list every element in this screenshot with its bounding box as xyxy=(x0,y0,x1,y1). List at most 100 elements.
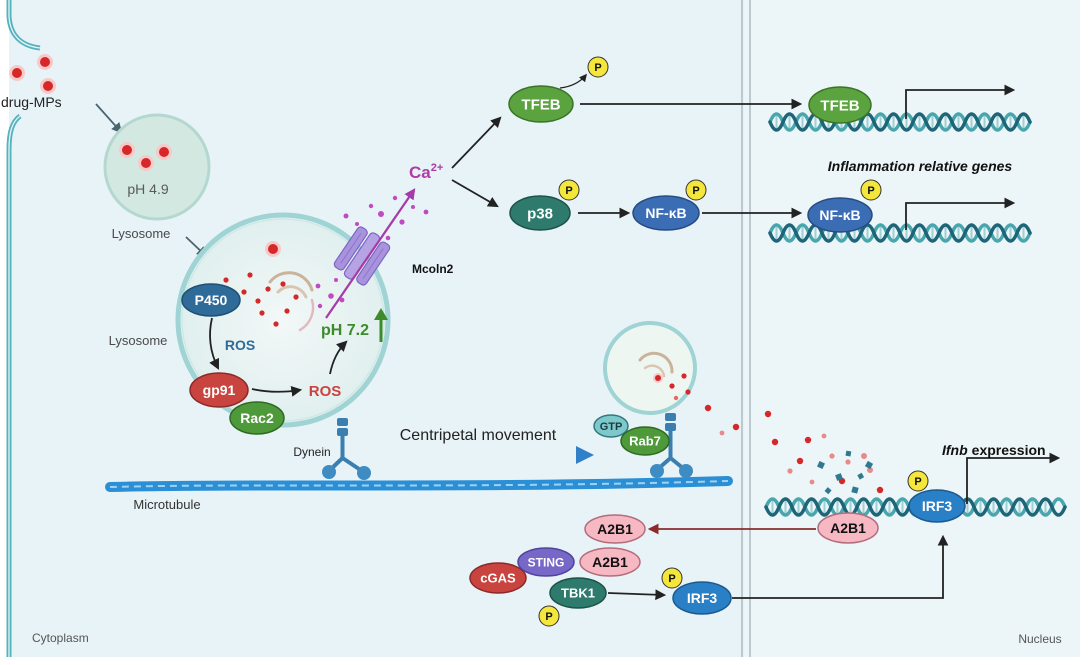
phospho-circle xyxy=(907,470,929,492)
nfkb-transcription-arrow xyxy=(905,197,1016,230)
a2b1-label: A2B1 xyxy=(597,521,633,537)
dynein-motor-icon xyxy=(322,418,371,480)
sting-label: STING xyxy=(528,555,565,569)
a2b1-oval xyxy=(817,512,879,544)
phospho-circle xyxy=(538,605,560,627)
a2b1-protein-exported: A2B1 xyxy=(584,514,646,544)
nuclear-envelope xyxy=(741,0,751,657)
drug-mps-label: drug-MPs xyxy=(1,94,62,110)
centripetal-movement-arrow xyxy=(385,446,594,464)
gtp-label: GTP xyxy=(600,421,623,433)
p450-label: P450 xyxy=(195,292,228,308)
phospho-badge-irf3-nucleus: P xyxy=(907,470,929,492)
phospho-badge-p38: P xyxy=(558,179,580,201)
a2b1-protein-nucleus: A2B1 xyxy=(817,512,879,544)
nfkb-oval xyxy=(632,195,700,231)
ros-to-ph-arrow xyxy=(329,340,348,375)
tfeb-label: TFEB xyxy=(820,97,859,114)
microtubule xyxy=(105,476,733,492)
phospho-badge-nfkb-nucleus: P xyxy=(860,179,882,201)
ph-increase-arrow-icon xyxy=(374,308,388,342)
cgas-protein: cGAS xyxy=(469,562,527,594)
p450-to-gp91-arrow xyxy=(209,317,219,370)
ros-downstream-text: ROS xyxy=(309,383,342,400)
gtp-molecule: GTP xyxy=(593,414,629,438)
calcium-to-p38-arrow xyxy=(451,179,499,208)
tfeb-phosphorylation-arrow xyxy=(559,73,587,89)
tbk1-label: TBK1 xyxy=(561,586,595,601)
dynein-label: Dynein xyxy=(293,445,330,459)
calcium-release-arrow xyxy=(325,188,416,319)
p38-oval xyxy=(509,195,571,231)
cgas-oval xyxy=(469,562,527,594)
early-lysosome-label: Lysosome xyxy=(112,226,171,241)
uptake-arrow xyxy=(95,103,123,134)
transported-lysosome-membrane xyxy=(603,321,697,415)
ifnb-gene-text: Ifnb xyxy=(942,442,968,458)
rac2-oval xyxy=(229,401,285,435)
transported-lysosome xyxy=(603,321,697,415)
p450-oval xyxy=(181,283,241,317)
irf3-protein-cytoplasm: IRF3 xyxy=(672,581,732,615)
gp91-to-ros-arrow xyxy=(251,386,303,397)
phospho-circle xyxy=(661,567,683,589)
cell-membrane xyxy=(6,0,41,657)
phospho-badge-tbk1: P xyxy=(538,605,560,627)
irf3-protein-nucleus: IRF3 xyxy=(908,489,966,523)
lysosome-ph-text: pH 7.2 xyxy=(321,322,369,339)
early-lysosome: pH 4.9 xyxy=(103,113,211,221)
irf3-label: IRF3 xyxy=(687,590,718,606)
dna-helix-nfkb xyxy=(768,223,1032,243)
calcium-symbol: Ca xyxy=(409,163,431,182)
p38-label: p38 xyxy=(527,205,553,222)
tbk1-protein: TBK1 xyxy=(549,577,607,609)
nfkb-protein-cytoplasm: NF-κB xyxy=(632,195,700,231)
gp91-protein: gp91 xyxy=(189,372,249,408)
lysosome-ph-label: pH 7.2 xyxy=(321,322,369,339)
sting-protein: STING xyxy=(517,547,575,577)
nfkb-label: NF-κB xyxy=(645,205,686,221)
calcium-ions xyxy=(315,195,429,309)
phospho-circle xyxy=(587,56,609,78)
nfkb-label: NF-κB xyxy=(819,207,860,223)
ifnb-suffix-text: expression xyxy=(972,442,1046,458)
centripetal-movement-label: Centripetal movement xyxy=(400,427,557,444)
ifnb-transcription-arrow xyxy=(966,452,1061,504)
phospho-label: P xyxy=(594,62,601,74)
phospho-label: P xyxy=(668,573,675,585)
phospho-label: P xyxy=(914,476,921,488)
mcoln2-channel-icon xyxy=(333,226,391,286)
gtp-oval xyxy=(593,414,629,438)
irf3-oval xyxy=(908,489,966,523)
ros-downstream-label: ROS xyxy=(309,383,342,400)
a2b1-oval xyxy=(584,514,646,544)
dynein-motor-icon xyxy=(650,413,693,478)
tbk1-oval xyxy=(549,577,607,609)
early-lysosome-vesicle xyxy=(103,113,211,221)
tbk1-to-irf3-arrow xyxy=(607,589,667,601)
a2b1-label: A2B1 xyxy=(592,554,628,570)
target-genes-label: Inflammation relative genes xyxy=(828,158,1013,174)
mcoln2-label: Mcoln2 xyxy=(412,262,454,276)
gp91-oval xyxy=(189,372,249,408)
calcium-to-tfeb-arrow xyxy=(451,116,502,169)
rac2-label: Rac2 xyxy=(240,410,274,426)
lysosome-label: Lysosome xyxy=(109,333,168,348)
phospho-label: P xyxy=(545,611,552,623)
a2b1-label: A2B1 xyxy=(830,520,866,536)
microtubule-label: Microtubule xyxy=(133,497,200,512)
phospho-badge-tfeb: P xyxy=(587,56,609,78)
ros-upstream-text: ROS xyxy=(225,337,255,353)
a2b1-oval xyxy=(579,547,641,577)
dna-strand xyxy=(768,223,1032,243)
rab7-label: Rab7 xyxy=(629,434,661,449)
drug-microparticles xyxy=(9,54,56,94)
phospho-label: P xyxy=(565,185,572,197)
tfeb-protein-nucleus: TFEB xyxy=(808,86,872,124)
rab7-oval xyxy=(620,426,670,456)
phospho-badge-irf3: P xyxy=(661,567,683,589)
phospho-circle xyxy=(558,179,580,201)
tfeb-transcription-arrow xyxy=(905,84,1016,119)
